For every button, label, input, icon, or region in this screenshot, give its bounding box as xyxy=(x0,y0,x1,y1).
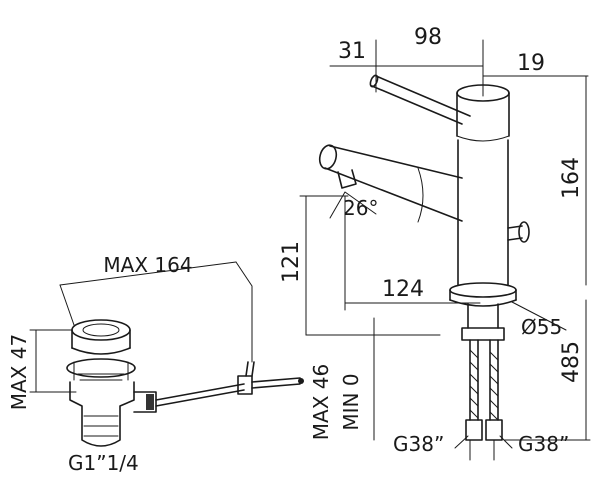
waste-outlet-nut xyxy=(146,394,154,410)
hose-fitting-threads xyxy=(469,439,495,461)
rod-end xyxy=(298,378,304,384)
waste-cap-sides xyxy=(71,329,131,349)
dim-g38-left-label: G38” xyxy=(393,432,444,456)
waste-flange-threads xyxy=(77,373,125,381)
leader-g38-right xyxy=(499,435,513,449)
waste-rod xyxy=(155,383,245,407)
faucet-cap-sides xyxy=(456,92,510,137)
rod-vertical-link xyxy=(245,361,255,377)
waste-side-outlet xyxy=(133,391,157,413)
dim-line-max164 xyxy=(59,261,237,286)
waste-flange-sides xyxy=(73,361,129,381)
mounting-stud xyxy=(467,303,499,329)
dim-max164-label: MAX 164 xyxy=(103,253,192,277)
base-flange-bottom xyxy=(449,299,517,307)
faucet-cap-bottom xyxy=(456,135,510,142)
dim-485-label: 485 xyxy=(559,341,584,383)
hose-fitting-left xyxy=(465,419,483,441)
dim-98-label: 98 xyxy=(414,25,442,50)
dim-g1-1-4-label: G1”1/4 xyxy=(68,451,139,475)
hose-right xyxy=(489,339,499,421)
rod-extension xyxy=(251,377,301,389)
waste-cap-inner xyxy=(82,323,120,337)
popup-knob-end xyxy=(518,221,530,243)
ext-line-max164-left xyxy=(59,284,75,326)
base-flange-top xyxy=(449,282,517,298)
faucet-body xyxy=(457,139,509,286)
mounting-nut xyxy=(461,327,505,341)
base-flange-sides xyxy=(449,289,517,301)
faucet-lever xyxy=(371,75,471,125)
faucet-spout-joint xyxy=(417,167,424,223)
faucet-aerator xyxy=(337,169,357,189)
dim-d55-label: Ø55 xyxy=(521,315,562,339)
dim-164-label: 164 xyxy=(559,157,584,199)
ext-line-max164-right xyxy=(235,261,253,363)
hose-fitting-right xyxy=(485,419,503,441)
faucet-spout-end xyxy=(318,144,338,170)
faucet-lever-tip xyxy=(369,74,379,88)
dim-max47-label: MAX 47 xyxy=(7,334,31,410)
dim-g38-right-label: G38” xyxy=(518,432,569,456)
waste-cap-top xyxy=(71,319,131,341)
hose-left-braid xyxy=(469,349,479,419)
waste-flange xyxy=(66,358,136,378)
faucet xyxy=(318,74,530,461)
angle-lines xyxy=(329,191,377,219)
popup-waste xyxy=(66,319,304,447)
waste-dimensions: MAX 164 MAX 47 G1”1/4 xyxy=(7,253,253,475)
rod-clamp xyxy=(237,375,253,395)
dim-19-label: 19 xyxy=(517,51,545,76)
dim-121-label: 121 xyxy=(279,241,304,283)
dim-min0-label: MIN 0 xyxy=(339,373,363,430)
leader-d55 xyxy=(511,301,567,331)
faucet-spout xyxy=(324,145,463,222)
leader-g38-left xyxy=(454,435,469,449)
dim-max46-label: MAX 46 xyxy=(309,364,333,440)
faucet-dimensions: 31 98 19 164 121 26° 124 MAX 46 MIN 0 Ø5… xyxy=(279,25,591,456)
waste-body-threads xyxy=(83,415,119,437)
ext-lines-max47 xyxy=(29,329,77,393)
waste-cap-bottom xyxy=(71,347,131,355)
dim-31-label: 31 xyxy=(338,39,366,64)
hose-left xyxy=(469,339,479,421)
hose-right-braid xyxy=(489,351,499,421)
dim-26deg-label: 26° xyxy=(343,196,378,220)
waste-body xyxy=(69,381,135,447)
dim-124-label: 124 xyxy=(382,277,424,302)
